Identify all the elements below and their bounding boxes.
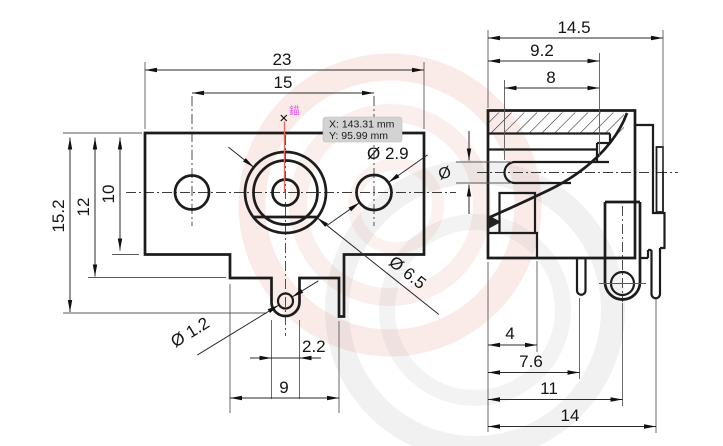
side-rear-pin (640, 248, 662, 300)
dim-side-rear-pin-label: 14 (561, 406, 580, 425)
dim-side-depth-step-label: 9.2 (530, 41, 554, 60)
dim-front-height-step-label: 12 (74, 198, 93, 217)
dim-side-front-pin-label: 7.6 (519, 352, 543, 371)
dim-front-recess-width-label: 9 (279, 378, 288, 397)
front-barrel-middle (252, 159, 319, 226)
dim-front-height-body-label: 10 (99, 185, 118, 204)
side-dimensions: 14.5 9.2 8 Ø 4 7.6 11 14 (437, 18, 664, 433)
side-front-pin (575, 258, 587, 296)
cursor-tooltip: X: 143.31 mm Y: 95.99 mm (322, 116, 403, 143)
front-body-outline (143, 131, 426, 318)
dim-side-front-step-label: 4 (505, 324, 514, 343)
front-left-hole (173, 174, 211, 211)
side-rear-lug (655, 146, 664, 213)
side-view: 14.5 9.2 8 Ø 4 7.6 11 14 (437, 18, 678, 433)
front-tab-hole (276, 292, 295, 310)
dim-front-width-label: 23 (273, 50, 292, 69)
anchor-cross-icon (280, 114, 288, 122)
tooltip-y-value: Y: 95.99 mm (329, 130, 388, 142)
front-center-pin-hole (271, 178, 300, 207)
side-mount-tab (603, 200, 642, 301)
dim-front-tab-hole-label: Ø 1.2 (167, 313, 212, 351)
anchor-marker[interactable]: 錨 (280, 104, 300, 193)
dim-side-pin-dia-label: Ø (437, 164, 453, 184)
side-rear-plate (635, 123, 666, 250)
watermark-logo (238, 53, 625, 446)
dim-front-height-overall-label: 15.2 (49, 199, 68, 232)
section-hatch (489, 112, 624, 134)
dim-side-depth-overall-label: 14.5 (557, 18, 590, 37)
dim-front-hole-pitch-label: 15 (274, 73, 293, 92)
tooltip-x-value: X: 143.31 mm (329, 119, 395, 131)
dim-side-pin-length-label: 8 (546, 68, 555, 87)
front-barrel-outer (243, 150, 328, 235)
section-break-curve (487, 112, 629, 220)
side-front-step-outer (488, 231, 539, 258)
dim-front-side-hole-label: Ø 2.9 (367, 144, 409, 163)
section-sliver (488, 215, 501, 229)
anchor-label: 錨 (289, 104, 300, 117)
side-front-step (498, 191, 537, 233)
dim-side-tab-pos-label: 11 (540, 379, 558, 398)
dim-front-tab-width-label: 2.2 (302, 337, 326, 356)
front-right-hole (355, 173, 393, 212)
tooltip-background (322, 116, 403, 143)
